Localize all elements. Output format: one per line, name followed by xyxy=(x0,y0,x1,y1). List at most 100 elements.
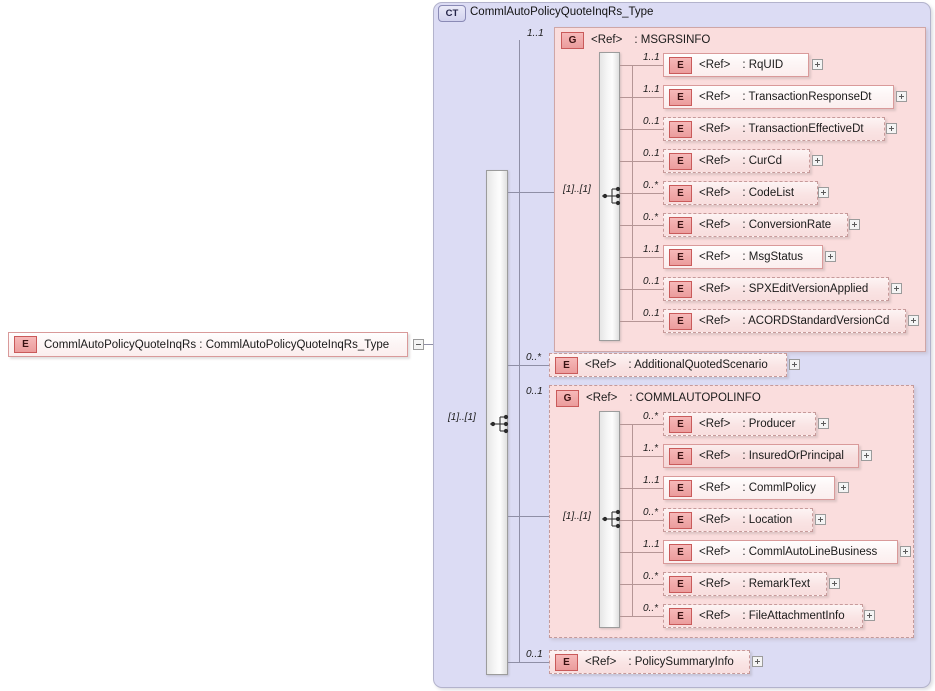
cardinality-location: 0..* xyxy=(643,507,659,518)
root-branch-to-policysummaryinfo xyxy=(508,662,550,663)
element-ref-label: <Ref> xyxy=(699,251,731,263)
element-producer[interactable]: E <Ref> : Producer xyxy=(663,412,816,436)
element-rquid[interactable]: E <Ref> : RqUID xyxy=(663,53,809,77)
group-ref-label: <Ref> xyxy=(586,392,618,404)
element-separator: : xyxy=(742,91,746,103)
msgrsinfo-child-line-3 xyxy=(620,161,665,162)
element-name-text: InsuredOrPrincipal xyxy=(748,450,844,462)
element-type-badge: E xyxy=(14,336,37,353)
element-spxeditversionapplied[interactable]: E <Ref> : SPXEditVersionApplied xyxy=(663,277,889,301)
element-acordstandardversioncd[interactable]: E <Ref> : ACORDStandardVersionCd xyxy=(663,309,906,333)
expand-curcd[interactable] xyxy=(812,155,823,166)
element-fileattachmentinfo[interactable]: E <Ref> : FileAttachmentInfo xyxy=(663,604,863,628)
element-name-text: Location xyxy=(748,514,793,526)
group-separator: : xyxy=(634,34,638,46)
element-separator: : xyxy=(628,359,632,371)
commlautopolinfo-child-line-6 xyxy=(620,616,665,617)
cardinality-fileattachmentinfo: 0..* xyxy=(643,603,659,614)
element-insuredorprincipal[interactable]: E <Ref> : InsuredOrPrincipal xyxy=(663,444,859,468)
element-commlpolicy[interactable]: E <Ref> : CommlPolicy xyxy=(663,476,835,500)
group-msgrsinfo-cardinality: 1..1 xyxy=(527,28,544,39)
element-separator: : xyxy=(742,187,746,199)
element-policysummaryinfo[interactable]: E <Ref> : PolicySummaryInfo xyxy=(549,650,750,674)
expand-commlautolinebusiness[interactable] xyxy=(900,546,911,557)
element-ref-label: <Ref> xyxy=(585,359,617,371)
element-type-badge: E xyxy=(669,511,692,529)
expand-conversionrate[interactable] xyxy=(849,219,860,230)
element-conversionrate[interactable]: E <Ref> : ConversionRate xyxy=(663,213,848,237)
element-type-badge: E xyxy=(669,607,692,625)
element-ref-label: <Ref> xyxy=(699,610,731,622)
element-name-text: TransactionEffectiveDt xyxy=(748,123,864,135)
element-name: : TransactionEffectiveDt xyxy=(742,123,863,135)
expand-codelist[interactable] xyxy=(818,187,829,198)
group-commlautopolinfo-header[interactable]: G <Ref> : COMMLAUTOPOLINFO xyxy=(551,387,891,409)
root-collapse-toggle[interactable] xyxy=(413,339,424,350)
group-ref-label: <Ref> xyxy=(591,34,623,46)
element-remarktext[interactable]: E <Ref> : RemarkText xyxy=(663,572,827,596)
element-name-text: SPXEditVersionApplied xyxy=(748,283,869,295)
msgrsinfo-sequence-icon xyxy=(602,186,621,206)
element-type-badge: E xyxy=(669,575,692,593)
element-separator: : xyxy=(742,283,746,295)
group-msgrsinfo-header[interactable]: G <Ref> : MSGRSINFO xyxy=(556,29,896,51)
element-additionalquotedscenario[interactable]: E <Ref> : AdditionalQuotedScenario xyxy=(549,353,787,377)
element-ref-label: <Ref> xyxy=(699,482,731,494)
expand-location[interactable] xyxy=(815,514,826,525)
element-type-badge: E xyxy=(669,184,692,202)
element-separator: : xyxy=(742,418,746,430)
element-transactioneffectivedt[interactable]: E <Ref> : TransactionEffectiveDt xyxy=(663,117,885,141)
group-commlautopolinfo-name: : COMMLAUTOPOLINFO xyxy=(629,392,760,404)
element-type-badge: E xyxy=(555,653,578,671)
element-name: : CurCd xyxy=(742,155,782,167)
element-ref-label: <Ref> xyxy=(699,59,731,71)
expand-msgstatus[interactable] xyxy=(825,251,836,262)
element-name: : CommlAutoLineBusiness xyxy=(742,546,877,558)
complex-type-badge: CT xyxy=(438,5,466,22)
expand-remarktext[interactable] xyxy=(829,578,840,589)
expand-commlpolicy[interactable] xyxy=(838,482,849,493)
cardinality-policysummaryinfo: 0..1 xyxy=(526,649,543,660)
element-name: : PolicySummaryInfo xyxy=(628,656,733,668)
element-commlautolinebusiness[interactable]: E <Ref> : CommlAutoLineBusiness xyxy=(663,540,898,564)
expand-transactionresponsedt[interactable] xyxy=(896,91,907,102)
element-type-badge: E xyxy=(669,248,692,266)
expand-transactioneffectivedt[interactable] xyxy=(886,123,897,134)
cardinality-rquid: 1..1 xyxy=(643,52,660,63)
expand-policysummaryinfo[interactable] xyxy=(752,656,763,667)
commlautopolinfo-child-line-3 xyxy=(620,520,665,521)
element-name: : RqUID xyxy=(742,59,783,71)
expand-producer[interactable] xyxy=(818,418,829,429)
element-name-text: AdditionalQuotedScenario xyxy=(634,359,768,371)
element-type-badge: E xyxy=(669,447,692,465)
expand-acordstandardversioncd[interactable] xyxy=(908,315,919,326)
cardinality-msgstatus: 1..1 xyxy=(643,244,660,255)
group-commlautopolinfo-cardinality: 0..1 xyxy=(526,386,543,397)
element-type-badge: E xyxy=(669,152,692,170)
element-ref-label: <Ref> xyxy=(699,546,731,558)
element-msgstatus[interactable]: E <Ref> : MsgStatus xyxy=(663,245,823,269)
element-type-badge: E xyxy=(555,356,578,374)
expand-additionalquotedscenario[interactable] xyxy=(789,359,800,370)
root-element-node[interactable]: E CommlAutoPolicyQuoteInqRs : CommlAutoP… xyxy=(8,332,408,357)
root-branch-vertical xyxy=(519,40,520,662)
cardinality-spxeditversionapplied: 0..1 xyxy=(643,276,660,287)
expand-fileattachmentinfo[interactable] xyxy=(864,610,875,621)
expand-spxeditversionapplied[interactable] xyxy=(891,283,902,294)
element-separator: : xyxy=(742,219,746,231)
expand-rquid[interactable] xyxy=(812,59,823,70)
element-name-text: FileAttachmentInfo xyxy=(748,610,845,622)
element-name-text: CurCd xyxy=(748,155,782,167)
element-ref-label: <Ref> xyxy=(699,123,731,135)
expand-insuredorprincipal[interactable] xyxy=(861,450,872,461)
element-codelist[interactable]: E <Ref> : CodeList xyxy=(663,181,818,205)
msgrsinfo-child-line-8 xyxy=(620,321,665,322)
element-transactionresponsedt[interactable]: E <Ref> : TransactionResponseDt xyxy=(663,85,894,109)
element-curcd[interactable]: E <Ref> : CurCd xyxy=(663,149,810,173)
element-location[interactable]: E <Ref> : Location xyxy=(663,508,813,532)
element-name: : Location xyxy=(742,514,792,526)
commlautopolinfo-child-line-1 xyxy=(620,456,665,457)
msgrsinfo-child-line-4 xyxy=(620,193,665,194)
root-sequence-bar xyxy=(486,170,508,675)
element-name-text: ACORDStandardVersionCd xyxy=(748,315,890,327)
